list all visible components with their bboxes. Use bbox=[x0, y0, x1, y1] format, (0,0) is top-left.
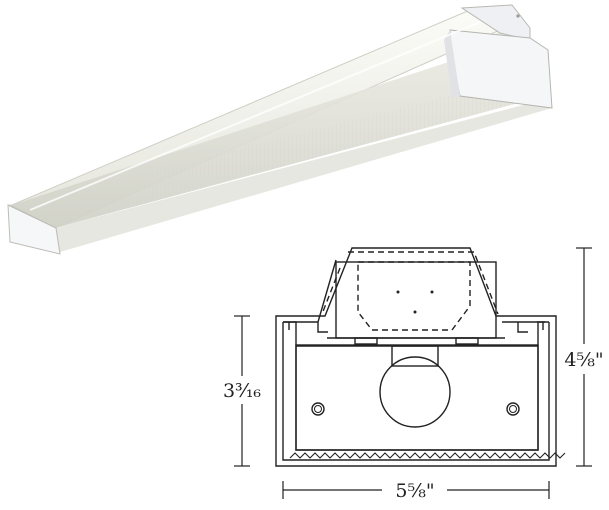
housing-inner bbox=[282, 259, 550, 461]
mount-hole-right bbox=[506, 402, 520, 416]
dimension-side-height: 3³⁄₁₆ bbox=[223, 380, 261, 402]
lens-wave bbox=[289, 452, 566, 459]
channel-body bbox=[295, 345, 539, 451]
dimension-total-height: 4⅝" bbox=[564, 349, 603, 371]
ballast-dashed-outline bbox=[357, 261, 471, 331]
dimension-width: 5⅝" bbox=[395, 480, 434, 502]
ballast-box bbox=[335, 261, 497, 339]
dimension-lines bbox=[234, 247, 592, 499]
near-endcap bbox=[7, 204, 61, 255]
lamp-circle bbox=[379, 356, 451, 428]
cross-section-drawing bbox=[275, 247, 566, 467]
socket-stem bbox=[391, 345, 439, 367]
far-endcap bbox=[444, 4, 553, 109]
fixture-photo bbox=[7, 4, 553, 255]
mount-hole-left bbox=[311, 402, 325, 416]
